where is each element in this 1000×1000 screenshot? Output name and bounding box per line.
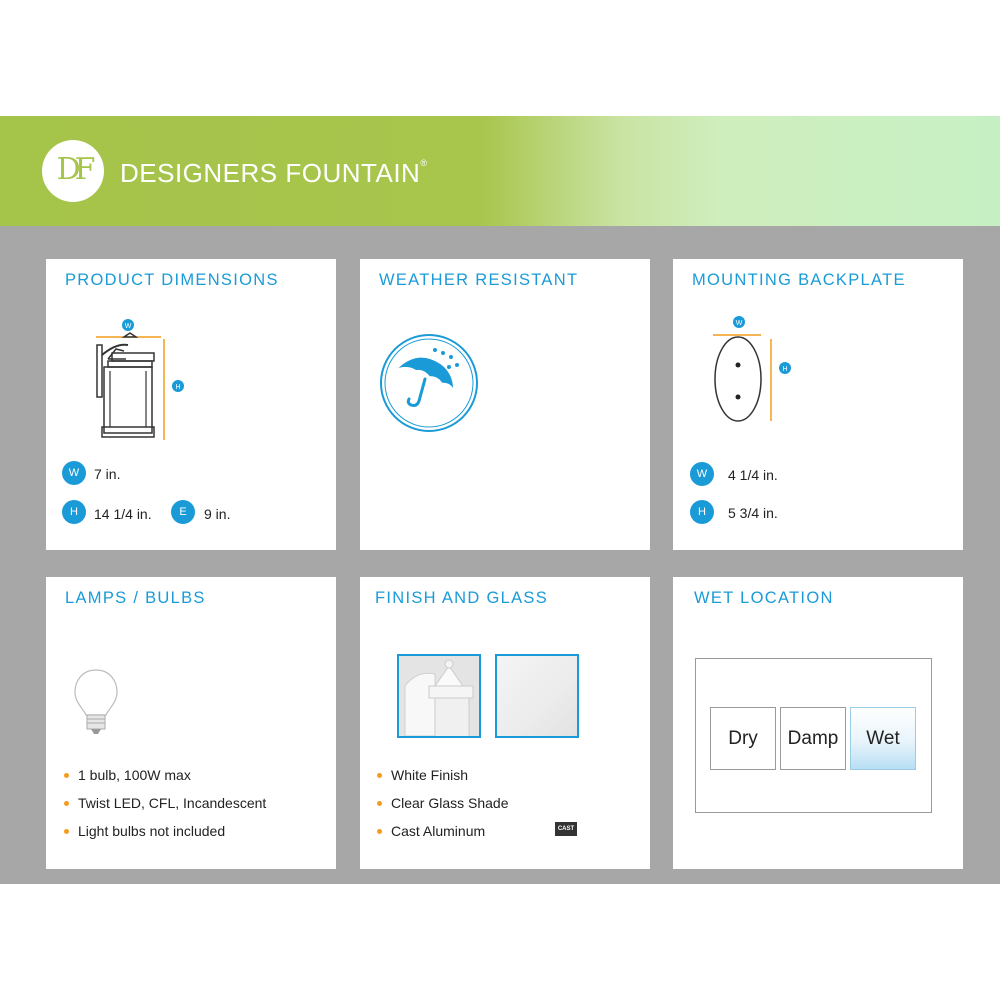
- dimension-badge: E: [171, 500, 195, 524]
- fixture-diagram-icon: W H: [96, 319, 184, 440]
- lamps-bullet: Twist LED, CFL, Incandescent: [78, 795, 267, 811]
- panel-title: FINISH AND GLASS: [375, 589, 549, 607]
- damp-rating-chip: Damp: [780, 707, 846, 770]
- brand-header: [0, 116, 1000, 226]
- panel-title: PRODUCT DIMENSIONS: [65, 271, 279, 289]
- panel-title: WEATHER RESISTANT: [379, 271, 579, 289]
- extension-value: 9 in.: [204, 506, 231, 522]
- lamps-bullet: 1 bulb, 100W max: [78, 767, 191, 783]
- panel-title: MOUNTING BACKPLATE: [692, 271, 906, 289]
- fixture-closeup-icon: [399, 656, 479, 736]
- dimension-badge: W: [690, 462, 714, 486]
- umbrella-rain-icon: [380, 334, 478, 432]
- clear-glass-swatch: [495, 654, 579, 738]
- light-bulb-icon: [74, 669, 118, 734]
- dimension-badge: H: [62, 500, 86, 524]
- diagram-h-label: H: [782, 366, 787, 373]
- finish-bullet: Cast Aluminum: [391, 823, 486, 839]
- wet-rating-chip: Wet: [850, 707, 916, 770]
- lamps-bullet: Light bulbs not included: [78, 823, 226, 839]
- panel-title: LAMPS / BULBS: [65, 589, 206, 607]
- dry-rating-chip: Dry: [710, 707, 776, 770]
- finish-glass-panel: FINISH AND GLASS White Finish Clear Glas…: [360, 577, 650, 869]
- brand-logo: DF: [42, 140, 104, 202]
- weather-resistant-panel: WEATHER RESISTANT: [360, 259, 650, 550]
- brand-name-text: DESIGNERS FOUNTAIN: [120, 158, 421, 188]
- width-value: 7 in.: [94, 466, 121, 482]
- backplate-diagram-icon: W H: [713, 316, 791, 422]
- location-rating-box: Dry Damp Wet: [695, 658, 932, 813]
- logo-monogram: DF: [56, 152, 96, 187]
- registered-mark: ®: [420, 158, 428, 168]
- cast-aluminum-badge: CAST: [555, 822, 577, 836]
- diagram-w-label: W: [736, 320, 743, 327]
- backplate-width-value: 4 1/4 in.: [728, 467, 778, 483]
- cast-badge-text: CAST: [557, 826, 575, 832]
- backplate-height-value: 5 3/4 in.: [728, 505, 778, 521]
- dimension-badge: W: [62, 461, 86, 485]
- bullet-dot: [64, 801, 69, 806]
- brand-name: DESIGNERS FOUNTAIN®: [120, 158, 427, 189]
- bullet-dot: [64, 773, 69, 778]
- bullet-dot: [377, 801, 382, 806]
- panel-title: WET LOCATION: [694, 589, 834, 607]
- dimension-badge: H: [690, 500, 714, 524]
- mounting-backplate-panel: MOUNTING BACKPLATE W H W 4 1/4 in. H 5 3…: [673, 259, 963, 550]
- finish-bullet: Clear Glass Shade: [391, 795, 509, 811]
- white-finish-swatch: [397, 654, 481, 738]
- diagram-w-label: W: [125, 323, 132, 330]
- wet-location-panel: WET LOCATION Dry Damp Wet: [673, 577, 963, 869]
- finish-bullet: White Finish: [391, 767, 469, 783]
- lamps-bulbs-panel: LAMPS / BULBS 1 bulb, 100W max Twist LED…: [46, 577, 336, 869]
- bullet-dot: [377, 773, 382, 778]
- product-dimensions-panel: PRODUCT DIMENSIONS W H W 7 in. H 14 1/4 …: [46, 259, 336, 550]
- bullet-dot: [64, 829, 69, 834]
- height-value: 14 1/4 in.: [94, 506, 152, 522]
- diagram-h-label: H: [175, 384, 180, 391]
- bullet-dot: [377, 829, 382, 834]
